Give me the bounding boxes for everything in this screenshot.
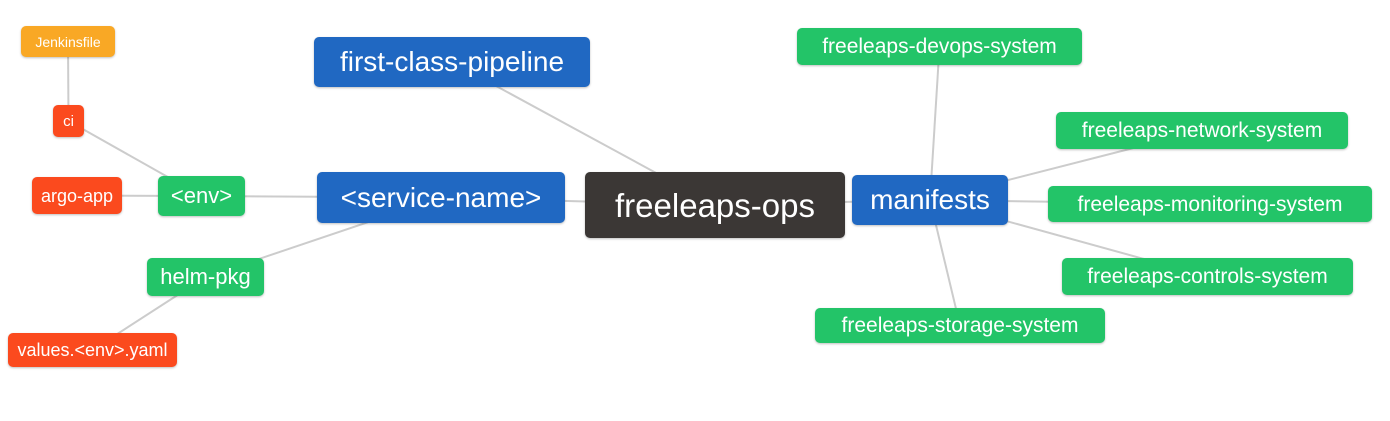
node-argo-app[interactable]: argo-app bbox=[32, 177, 122, 214]
node-manifests[interactable]: manifests bbox=[852, 175, 1008, 225]
node-first-class-pipeline[interactable]: first-class-pipeline bbox=[314, 37, 590, 87]
node-controls-system[interactable]: freeleaps-controls-system bbox=[1062, 258, 1353, 295]
node-env[interactable]: <env> bbox=[158, 176, 245, 216]
node-network-system[interactable]: freeleaps-network-system bbox=[1056, 112, 1348, 149]
edge-manifests-devops-system bbox=[929, 46, 941, 201]
node-helm-pkg[interactable]: helm-pkg bbox=[147, 258, 264, 296]
node-values-env-yaml[interactable]: values.<env>.yaml bbox=[8, 333, 177, 367]
node-devops-system[interactable]: freeleaps-devops-system bbox=[797, 28, 1082, 65]
node-service-name[interactable]: <service-name> bbox=[317, 172, 565, 223]
node-monitoring-system[interactable]: freeleaps-monitoring-system bbox=[1048, 186, 1372, 222]
node-storage-system[interactable]: freeleaps-storage-system bbox=[815, 308, 1105, 343]
node-ci[interactable]: ci bbox=[53, 105, 84, 137]
node-jenkinsfile[interactable]: Jenkinsfile bbox=[21, 26, 115, 57]
node-freeleaps-ops[interactable]: freeleaps-ops bbox=[585, 172, 845, 238]
